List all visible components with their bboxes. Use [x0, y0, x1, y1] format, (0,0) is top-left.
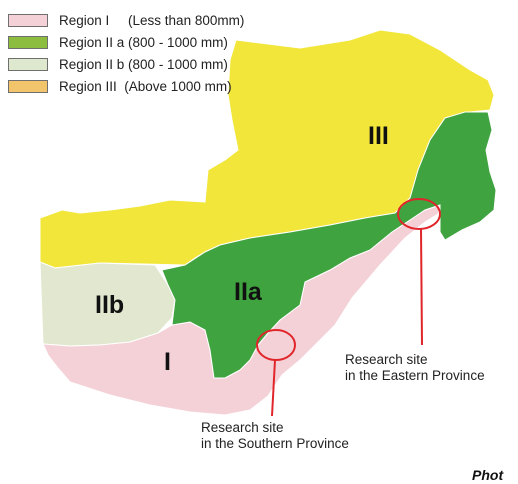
- region-label-iii: III: [368, 122, 389, 150]
- eastern-site-leader-line: [420, 228, 423, 346]
- region-label-iia: IIa: [234, 278, 263, 306]
- legend-swatch: [8, 13, 48, 27]
- legend-item-region-iii: Region III (Above 1000 mm): [8, 75, 244, 97]
- legend-item-region-i: Region I (Less than 800mm): [8, 9, 244, 31]
- southern-site-label-line1: Research site: [201, 420, 284, 435]
- eastern-site-label: Research site in the Eastern Province: [345, 352, 485, 384]
- region-iia-area: [161, 111, 497, 379]
- eastern-site-label-line1: Research site: [345, 352, 428, 367]
- region-label-i: I: [164, 348, 171, 376]
- southern-site-leader-line: [271, 359, 276, 417]
- legend-swatch: [8, 35, 48, 49]
- legend-item-region-iib: Region II b (800 - 1000 mm): [8, 53, 244, 75]
- cropped-caption: Phot: [472, 467, 504, 483]
- legend-swatch: [8, 79, 48, 93]
- southern-site-label: Research site in the Southern Province: [201, 420, 349, 452]
- eastern-site-label-line2: in the Eastern Province: [345, 368, 485, 383]
- legend-label: Region II a (800 - 1000 mm): [59, 34, 228, 50]
- legend-label: Region III (Above 1000 mm): [59, 78, 232, 94]
- legend-label: Region I (Less than 800mm): [59, 12, 245, 28]
- southern-site-label-line2: in the Southern Province: [201, 436, 349, 451]
- map-legend: Region I (Less than 800mm) Region II a (…: [8, 9, 244, 97]
- legend-label: Region II b (800 - 1000 mm): [59, 56, 228, 72]
- region-label-iib: IIb: [95, 291, 124, 319]
- southern-site-circle: [256, 329, 296, 361]
- eastern-site-circle: [397, 198, 441, 230]
- legend-item-region-iia: Region II a (800 - 1000 mm): [8, 31, 244, 53]
- legend-swatch: [8, 57, 48, 71]
